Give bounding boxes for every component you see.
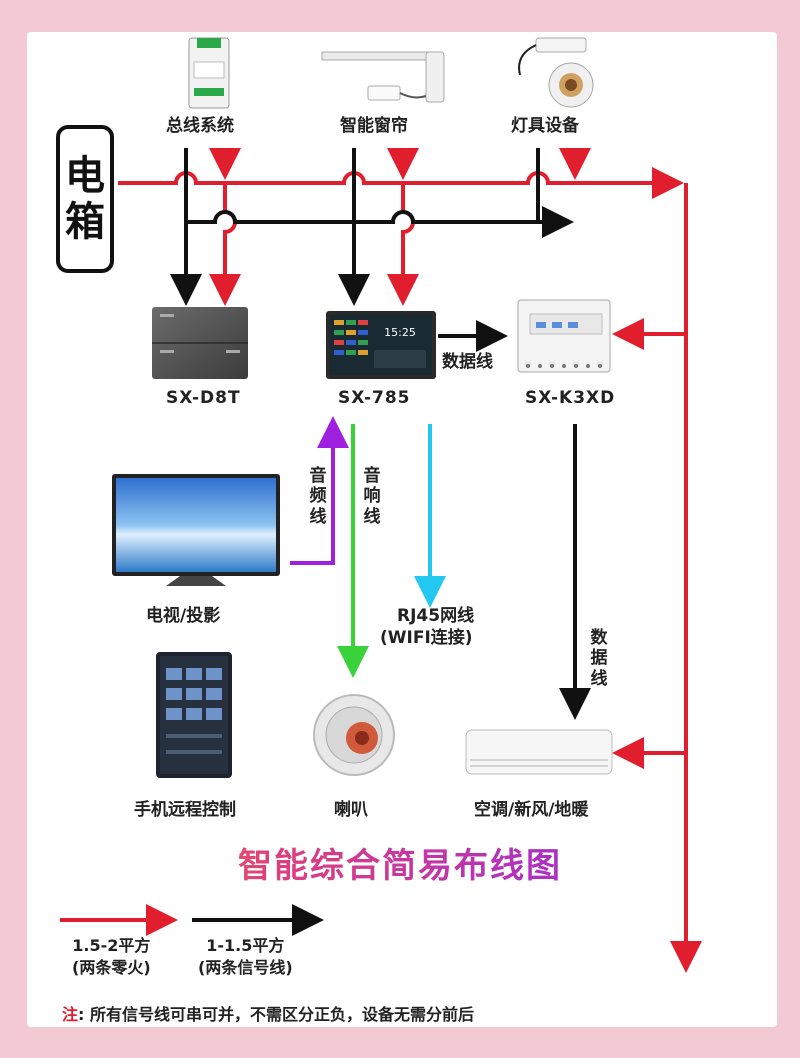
legend-power-line1: 1.5-2平方 (72, 936, 151, 955)
data-line-horizontal-label: 数据线 (442, 352, 493, 372)
power-to-d8t (209, 183, 241, 306)
sx-d8t-panel-icon (152, 307, 248, 379)
sx-k3xd-label: SX-K3XD (525, 388, 616, 408)
light-fixture-icon (518, 37, 594, 108)
phone-app-icon (156, 652, 232, 778)
smart-curtain-label: 智能窗帘 (340, 116, 408, 136)
footnote-tag: 注 (62, 1005, 79, 1024)
tv-projector-label: 电视/投影 (146, 606, 221, 626)
power-main-line (118, 167, 684, 199)
sx-d8t-label: SX-D8T (166, 388, 241, 408)
legend-signal-line1: 1-1.5平方 (206, 936, 285, 955)
audio-freq-line (290, 416, 349, 565)
legend-power-text: 1.5-2平方 (两条零火) (72, 935, 151, 978)
sx-785-label: SX-785 (338, 388, 411, 408)
power-box: 电箱 (56, 125, 114, 273)
bus-system-module-icon (188, 37, 230, 109)
bus-system-label: 总线系统 (166, 116, 234, 136)
audio-freq-line-label: 音频线 (309, 466, 327, 527)
light-fixture-label: 灯具设备 (511, 116, 579, 136)
rj45-wifi-label: (WIFI连接) (380, 628, 473, 648)
signal-horizontal-line (186, 206, 574, 238)
ac-unit-icon (465, 729, 613, 775)
phone-remote-label: 手机远程控制 (134, 800, 236, 820)
legend-signal-text: 1-1.5平方 (两条信号线) (198, 935, 293, 978)
sx-k3xd-module-icon (517, 299, 611, 373)
data-line-vertical-label: 数据线 (590, 628, 608, 689)
diagram-title: 智能综合简易布线图 (0, 838, 800, 887)
panel-clock-text: 15:25 (384, 326, 416, 339)
speaker-label: 喇叭 (334, 800, 368, 820)
power-to-785 (387, 183, 419, 306)
audio-sound-line-label: 音响线 (363, 466, 381, 527)
footnote: 注: 所有信号线可串可并，不需区分正负，设备无需分前后 (62, 1001, 474, 1025)
legend-power-line2: (两条零火) (72, 957, 151, 977)
power-box-label: 电箱 (65, 153, 105, 245)
rj45-line-label: RJ45网线 (397, 606, 475, 626)
ceiling-speaker-icon (313, 694, 395, 776)
hvac-label: 空调/新风/地暖 (474, 800, 589, 820)
legend-signal-line2: (两条信号线) (198, 957, 293, 977)
footnote-text: : 所有信号线可串可并，不需区分正负，设备无需分前后 (78, 1005, 474, 1024)
curtain-motor-icon (321, 51, 445, 103)
sx-785-panel-icon (326, 311, 436, 379)
tv-icon (112, 474, 280, 586)
